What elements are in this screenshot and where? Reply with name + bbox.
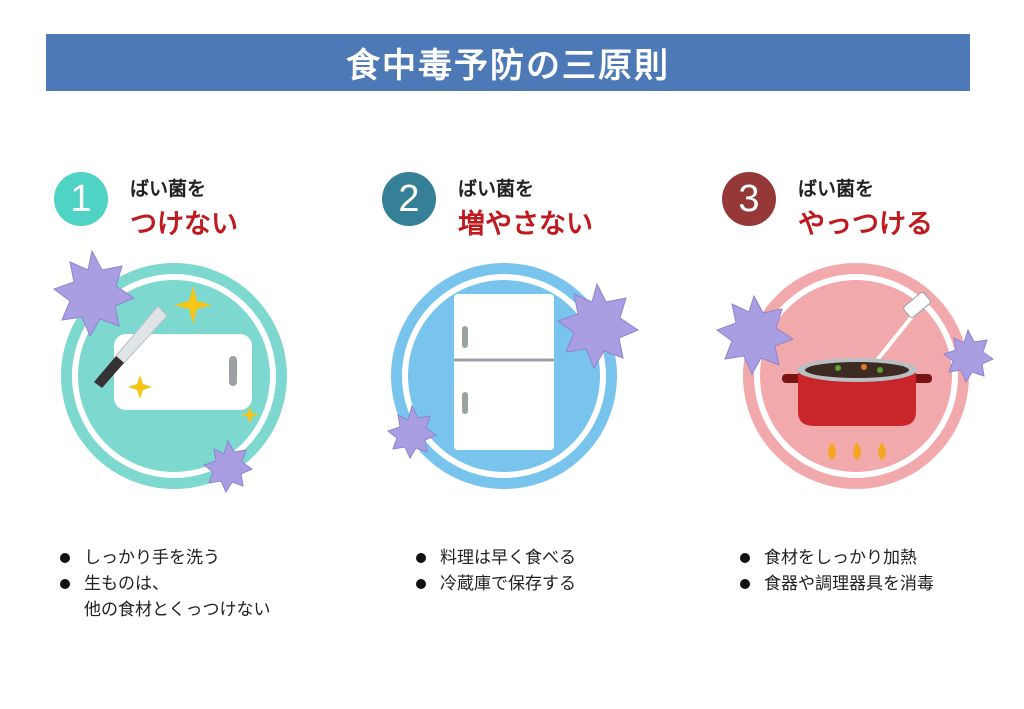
thermometer-icon xyxy=(872,292,931,366)
principle-1-bullets: しっかり手を洗う 生ものは、 他の食材とくっつけない xyxy=(58,545,271,623)
germ-icon xyxy=(386,282,640,460)
principle-2: 2 ばい菌を 増やさない 料理は早く食べる 冷蔵庫で保存する xyxy=(374,160,674,660)
sparkle-icon xyxy=(128,286,259,424)
germ-icon xyxy=(52,249,254,494)
list-item: しっかり手を洗う xyxy=(58,545,271,571)
flame-icon xyxy=(828,442,886,460)
principle-3-subtitle: ばい菌を xyxy=(798,178,875,200)
illustration-pot xyxy=(715,263,995,489)
illustration-refrigerator xyxy=(386,263,640,489)
list-item: 食材をしっかり加熱 xyxy=(738,545,934,571)
cutting-board-icon xyxy=(114,334,252,410)
list-item-continuation: 他の食材とくっつけない xyxy=(84,600,271,620)
title-banner: 食中毒予防の三原則 xyxy=(46,34,970,91)
principle-3-heading: やっつける xyxy=(798,209,933,240)
number-badge-2: 2 xyxy=(382,172,436,226)
list-item: 生ものは、 xyxy=(58,571,271,597)
number-badge-3: 3 xyxy=(722,172,776,226)
principle-1: 1 ばい菌を つけない しっかり手を洗う 生ものは、 他の食材とくっつけない xyxy=(46,160,346,660)
list-item: 食器や調理器具を消毒 xyxy=(738,571,934,597)
principle-2-bullets: 料理は早く食べる 冷蔵庫で保存する xyxy=(414,545,576,597)
illustration-cutting-board xyxy=(52,249,287,494)
page-title: 食中毒予防の三原則 xyxy=(346,46,670,86)
list-item: 料理は早く食べる xyxy=(414,545,576,571)
knife-icon xyxy=(94,305,168,388)
principle-2-heading: 増やさない xyxy=(458,209,593,240)
principle-3: 3 ばい菌を やっつける 食材をしっかり加熱 xyxy=(714,160,1014,660)
refrigerator-icon xyxy=(454,294,554,450)
list-item: 冷蔵庫で保存する xyxy=(414,571,576,597)
germ-icon xyxy=(715,294,995,384)
principle-1-heading: つけない xyxy=(130,209,238,240)
principle-3-bullets: 食材をしっかり加熱 食器や調理器具を消毒 xyxy=(738,545,934,597)
principle-2-subtitle: ばい菌を xyxy=(458,178,535,200)
number-badge-1: 1 xyxy=(54,172,108,226)
pot-icon xyxy=(782,358,932,426)
principle-1-subtitle: ばい菌を xyxy=(130,178,207,200)
